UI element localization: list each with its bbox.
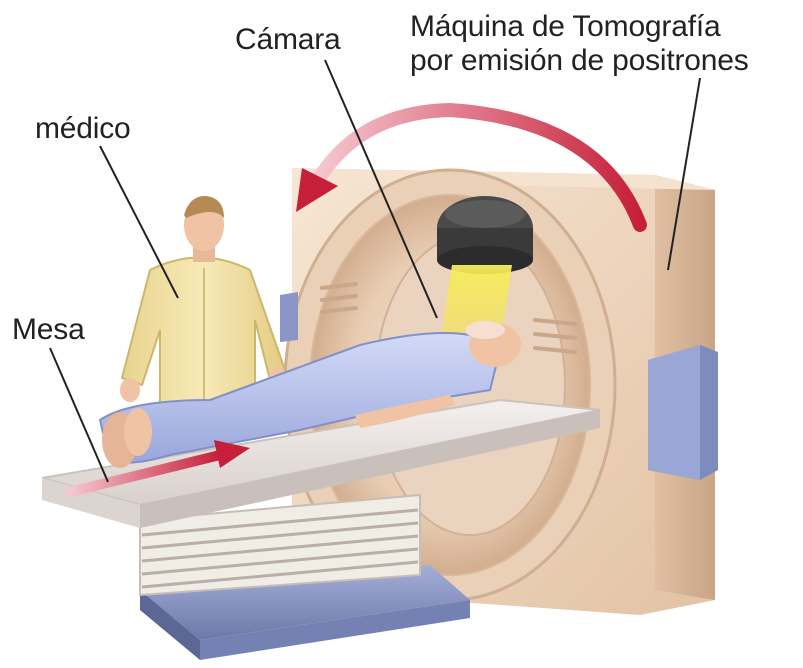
camera-housing — [437, 196, 533, 274]
leader-line-doctor — [100, 146, 178, 298]
pet-machine-label: Máquina de Tomografía por emisión de pos… — [410, 10, 749, 78]
pet-machine-label-line2: por emisión de positrones — [410, 44, 749, 78]
leader-line-table — [50, 348, 108, 482]
pet-machine-label-line1: Máquina de Tomografía — [410, 10, 749, 44]
table-pedestal — [140, 495, 470, 660]
table-label: Mesa — [12, 313, 85, 347]
camera-label: Cámara — [235, 23, 341, 57]
doctor-label: médico — [35, 112, 131, 146]
